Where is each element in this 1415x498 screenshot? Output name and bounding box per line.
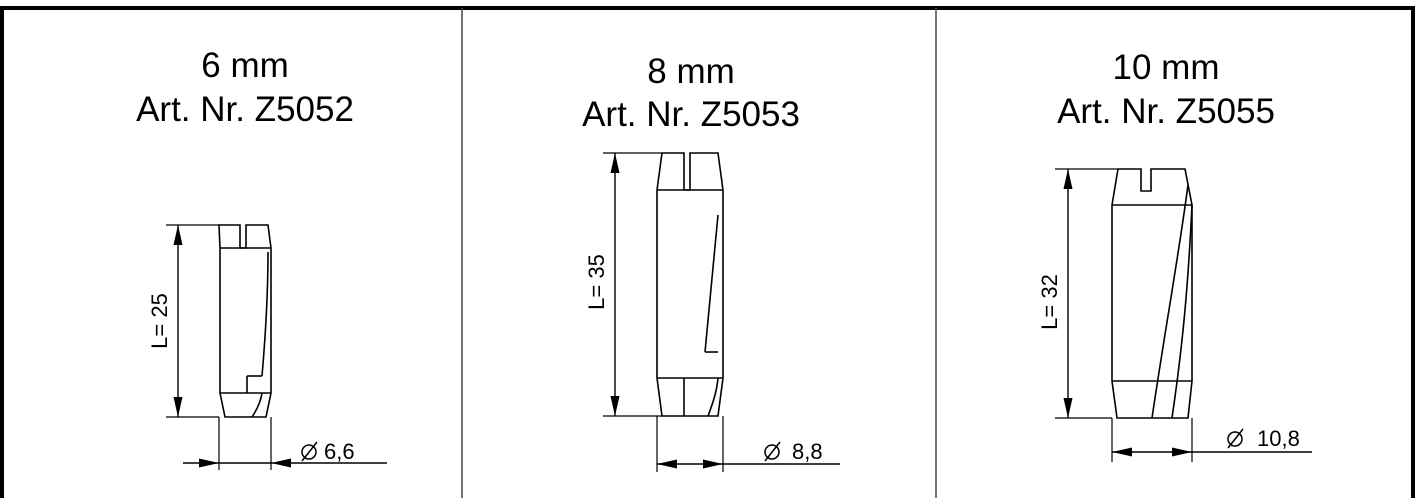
panel-article-label: Art. Nr. Z5053 [582, 95, 800, 134]
anchor-part-drawing [1111, 168, 1193, 419]
length-label: L= 25 [147, 293, 172, 349]
diameter-symbol-icon [1227, 428, 1244, 449]
length-dimension: L= 35 [584, 152, 662, 417]
diameter-symbol-icon [301, 441, 318, 462]
diameter-dimension: 8,8 [656, 416, 840, 472]
length-label: L= 35 [584, 254, 609, 310]
anchor-part-drawing [218, 224, 272, 418]
diameter-dimension: 6,6 [183, 417, 387, 470]
panel-article-label: Art. Nr. Z5055 [1057, 92, 1275, 131]
diameter-label: 10,8 [1257, 426, 1300, 451]
panel-article-label: Art. Nr. Z5052 [136, 90, 354, 129]
length-dimension: L= 32 [1037, 168, 1118, 419]
diameter-dimension: 10,8 [1111, 418, 1312, 462]
panel-8mm: 8 mm Art. Nr. Z5053 L= 35 [582, 52, 840, 472]
length-label: L= 32 [1037, 274, 1062, 330]
length-dimension: L= 25 [147, 224, 219, 418]
panel-6mm: 6 mm Art. Nr. Z5052 L= 25 [136, 46, 387, 470]
diameter-symbol-icon [764, 441, 781, 462]
panel-size-label: 10 mm [1113, 48, 1220, 87]
panel-size-label: 6 mm [201, 46, 289, 85]
panel-size-label: 8 mm [647, 52, 735, 91]
diameter-label: 6,6 [324, 439, 355, 464]
anchor-part-drawing [656, 152, 724, 417]
diameter-label: 8,8 [792, 439, 823, 464]
panel-10mm: 10 mm Art. Nr. Z5055 L= 32 [1037, 48, 1312, 462]
drawing-frame [0, 6, 1415, 498]
